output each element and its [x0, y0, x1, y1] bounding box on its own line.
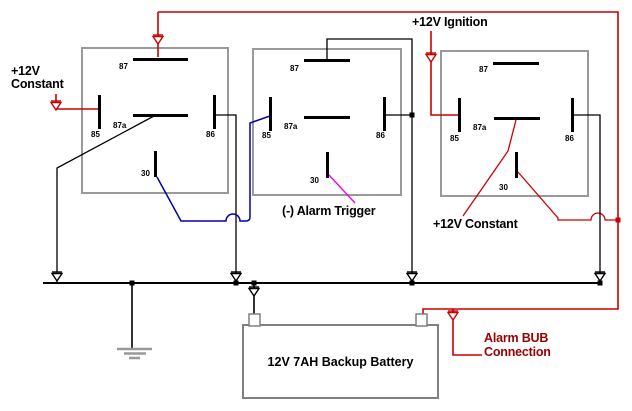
relay2-pin87a-label: 87a [284, 122, 298, 131]
relay2-pin87-label: 87 [290, 64, 299, 73]
relay-3-box [440, 50, 589, 197]
diode-icon [151, 34, 165, 46]
junction-dots [129, 112, 603, 286]
relay1-pin86-label: 86 [206, 130, 215, 139]
relay3-pin87-label: 87 [479, 65, 488, 74]
junction-dot [615, 217, 621, 223]
relay2-pin86-bar [383, 97, 386, 131]
relay1-85-constant-wire [55, 94, 98, 110]
diode-icon [446, 310, 460, 322]
diode-icon [424, 52, 438, 64]
relay1-pin87-bar [133, 58, 188, 61]
junction-dot [251, 280, 257, 286]
relay2-pin87-bar [304, 59, 350, 62]
diode-icon [49, 100, 63, 112]
relay-pin-bars [98, 58, 574, 178]
relay1-pin30-label: 30 [141, 169, 150, 178]
alarm-trigger-pointer [328, 174, 356, 204]
junction-dot [597, 280, 603, 286]
relay1-pin87-label: 87 [119, 62, 128, 71]
relay1-pin87a-bar [133, 114, 188, 117]
relay3-86-wire [574, 114, 601, 283]
battery-box [242, 324, 439, 399]
relay3-30-wire [517, 171, 618, 221]
junction-dot [129, 280, 135, 286]
relay-1-box [81, 47, 229, 194]
red-diodes [49, 34, 460, 322]
relay3-85-ignition-wire [430, 31, 458, 116]
junction-dot [233, 280, 239, 286]
relay2-pin86-label: 86 [376, 131, 385, 140]
relay1-30-to-relay2-85-wire [156, 115, 271, 222]
relay1-87a-wire [56, 115, 155, 283]
diode-icon [593, 271, 607, 283]
relay3-pin87-bar [493, 62, 539, 65]
relay2-87-ground-wire [326, 38, 413, 283]
relay3-87a-constant-pointer [462, 119, 517, 217]
label-12v-constant-left: +12V Constant [11, 64, 64, 91]
label-12v-constant-right: +12V Constant [433, 217, 518, 231]
relay3-pin87a-label: 87a [473, 123, 487, 132]
relay2-pin87a-bar [304, 116, 350, 119]
relay2-pin30-bar [326, 152, 329, 178]
red-power-rail-wire [158, 11, 619, 314]
relay1-86-wire [216, 114, 237, 283]
junction-dot [409, 112, 415, 118]
ground-icon [117, 347, 152, 360]
battery-terminal-right [415, 313, 428, 327]
relay3-pin30-bar [515, 152, 518, 178]
relay3-pin86-bar [571, 98, 574, 132]
relay1-pin87a-label: 87a [113, 121, 127, 130]
diode-icon [50, 271, 64, 283]
battery-label: 12V 7AH Backup Battery [267, 354, 414, 369]
relay1-pin85-label: 85 [91, 130, 100, 139]
label-alarm-trigger: (-) Alarm Trigger [282, 204, 376, 218]
alarm-bub-wire [452, 309, 482, 356]
diode-icon [247, 286, 261, 298]
battery-terminal-left [248, 313, 261, 327]
relay3-pin85-label: 85 [450, 134, 459, 143]
relay3-pin86-label: 86 [565, 134, 574, 143]
label-12v-ignition: +12V Ignition [412, 15, 488, 29]
relay2-pin30-label: 30 [310, 176, 319, 185]
relay2-pin85-bar [269, 97, 272, 131]
relay3-pin85-bar [458, 98, 461, 132]
label-alarm-bub-connection: Alarm BUB Connection [484, 331, 551, 359]
relay3-pin87a-bar [494, 117, 540, 120]
relay3-pin30-label: 30 [499, 183, 508, 192]
junction-dot [409, 280, 415, 286]
relay1-pin86-bar [213, 95, 216, 129]
black-diodes [50, 271, 607, 298]
relay1-pin30-bar [154, 151, 157, 177]
diode-icon [229, 271, 243, 283]
relay1-pin85-bar [98, 95, 101, 129]
diode-icon [405, 271, 419, 283]
relay2-pin85-label: 85 [262, 131, 271, 140]
